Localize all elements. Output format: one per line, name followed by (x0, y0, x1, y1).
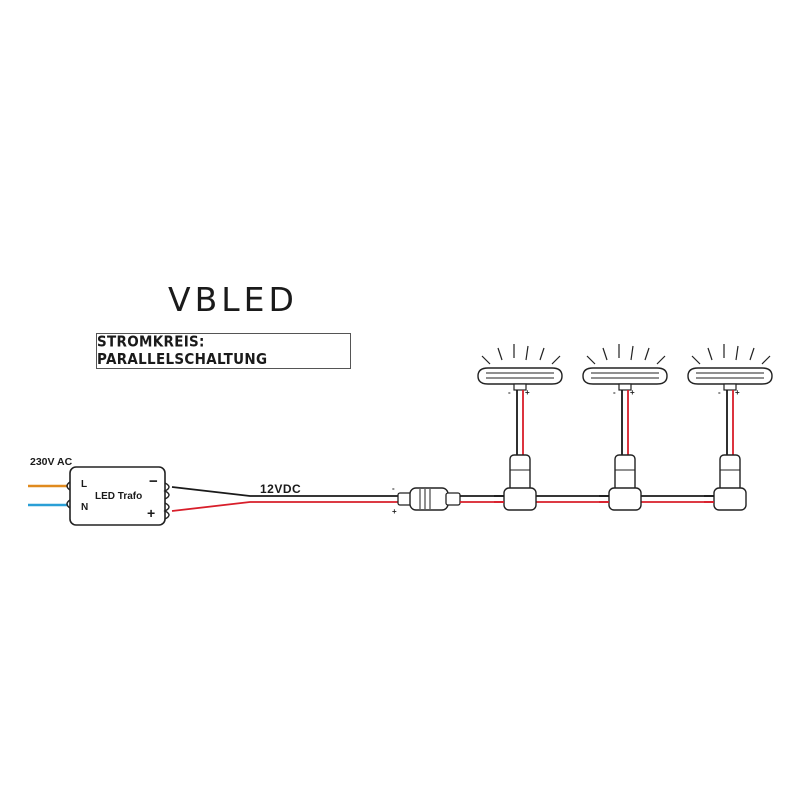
dc-negative-wire-out (171, 486, 398, 497)
pin-minus-label: − (149, 473, 158, 490)
lamp-t-connector-body (713, 487, 747, 511)
inline-connector-right-cap (445, 492, 461, 506)
led-lamp-1 (477, 344, 563, 511)
diagram-title: STROMKREIS: PARALLELSCHALTUNG (97, 333, 268, 369)
lamp-plus-label: + (735, 388, 740, 397)
led-lamp-3 (687, 344, 773, 511)
lamp-head (582, 367, 668, 385)
inline-connector-body (409, 487, 449, 511)
input-voltage-label: 230V AC (30, 456, 73, 468)
output-voltage-label: 12VDC (260, 482, 302, 496)
connector-plus-label: + (392, 507, 397, 516)
transformer-output-terminals (163, 482, 170, 520)
lamp-t-connector-body (608, 487, 642, 511)
lamp-t-connector-top (614, 454, 636, 492)
lamp-plus-label: + (525, 388, 530, 397)
lamp-head (687, 367, 773, 385)
light-rays-icon (481, 344, 561, 365)
title-box: STROMKREIS: PARALLELSCHALTUNG (96, 333, 351, 369)
transformer-input-terminals (66, 481, 71, 509)
transformer-box (69, 466, 166, 526)
light-rays-icon (586, 344, 666, 365)
lamp-minus-label: - (718, 388, 721, 397)
lamp-plus-label: + (630, 388, 635, 397)
lamp-head (477, 367, 563, 385)
lamp-t-connector-body (503, 487, 537, 511)
pin-n-label: N (81, 502, 89, 513)
pin-l-label: L (81, 479, 88, 490)
dc-positive-wire-out (171, 501, 398, 512)
lamp-minus-label: - (508, 388, 511, 397)
pin-plus-label: + (147, 505, 156, 521)
light-rays-icon (691, 344, 771, 365)
brand-logo: VBLED (168, 280, 298, 319)
connector-minus-label: - (392, 484, 395, 493)
lamp-minus-label: - (613, 388, 616, 397)
led-lamp-2 (582, 344, 668, 511)
lamp-t-connector-top (509, 454, 531, 492)
lamp-t-connector-top (719, 454, 741, 492)
transformer-label: LED Trafo (95, 491, 143, 502)
